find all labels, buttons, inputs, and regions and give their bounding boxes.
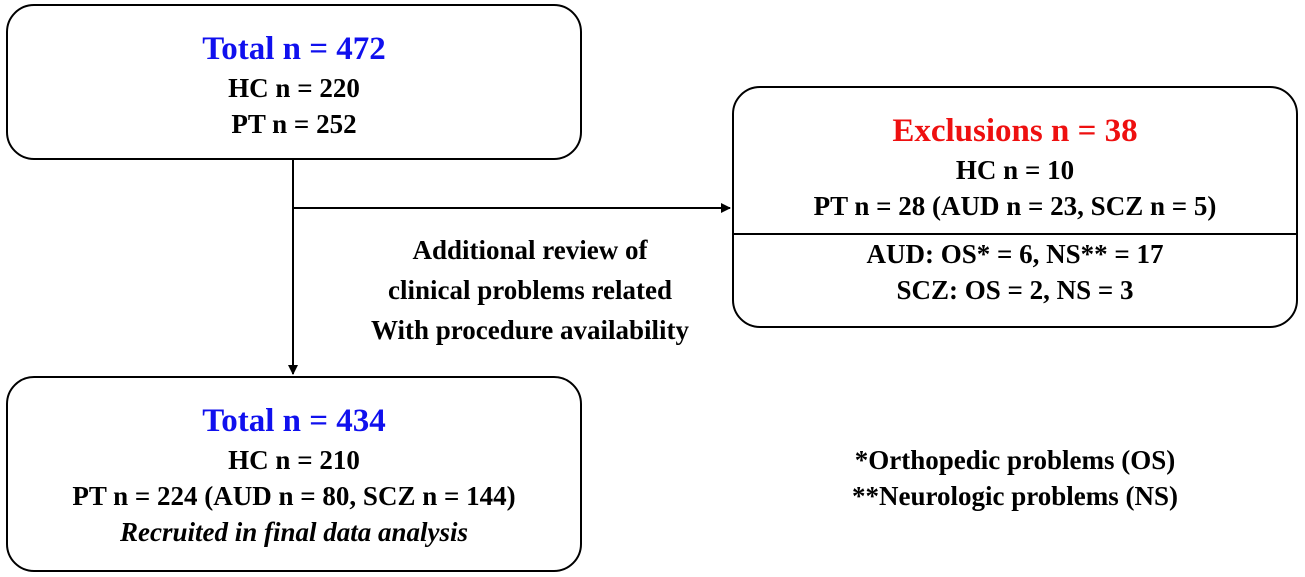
total-enrolled-box: Total n = 472 HC n = 220 PT n = 252	[6, 4, 582, 160]
exclusions-divider	[734, 233, 1296, 235]
total-enrolled-hc: HC n = 220	[228, 73, 360, 103]
exclusions-title: Exclusions n = 38	[892, 113, 1138, 149]
exclusions-aud-breakdown: AUD: OS* = 6, NS** = 17	[866, 239, 1164, 269]
exclusions-scz-breakdown: SCZ: OS = 2, NS = 3	[896, 275, 1134, 305]
review-note-line-3: With procedure availability	[370, 315, 690, 345]
total-enrolled-pt: PT n = 252	[231, 109, 357, 139]
footnotes: *Orthopedic problems (OS) **Neurologic p…	[800, 442, 1230, 514]
footnote-neurologic: **Neurologic problems (NS)	[852, 481, 1178, 511]
review-note-line-1: Additional review of	[412, 235, 648, 265]
exclusions-pt: PT n = 28 (AUD n = 23, SCZ n = 5)	[813, 191, 1217, 221]
footnote-orthopedic: *Orthopedic problems (OS)	[854, 445, 1176, 475]
review-note-line-2: clinical problems related	[388, 275, 672, 305]
final-sample-box: Total n = 434 HC n = 210 PT n = 224 (AUD…	[6, 376, 582, 572]
final-sample-note: Recruited in final data analysis	[119, 517, 469, 547]
review-note: Additional review of clinical problems r…	[300, 230, 760, 350]
final-sample-title: Total n = 434	[202, 403, 386, 439]
total-enrolled-title: Total n = 472	[202, 31, 386, 67]
final-sample-pt: PT n = 224 (AUD n = 80, SCZ n = 144)	[72, 481, 516, 511]
final-sample-hc: HC n = 210	[228, 445, 360, 475]
exclusions-summary: Exclusions n = 38 HC n = 10 PT n = 28 (A…	[734, 110, 1296, 224]
exclusions-breakdown: AUD: OS* = 6, NS** = 17 SCZ: OS = 2, NS …	[734, 236, 1296, 308]
exclusions-box: Exclusions n = 38 HC n = 10 PT n = 28 (A…	[732, 86, 1298, 328]
exclusions-hc: HC n = 10	[955, 155, 1075, 185]
